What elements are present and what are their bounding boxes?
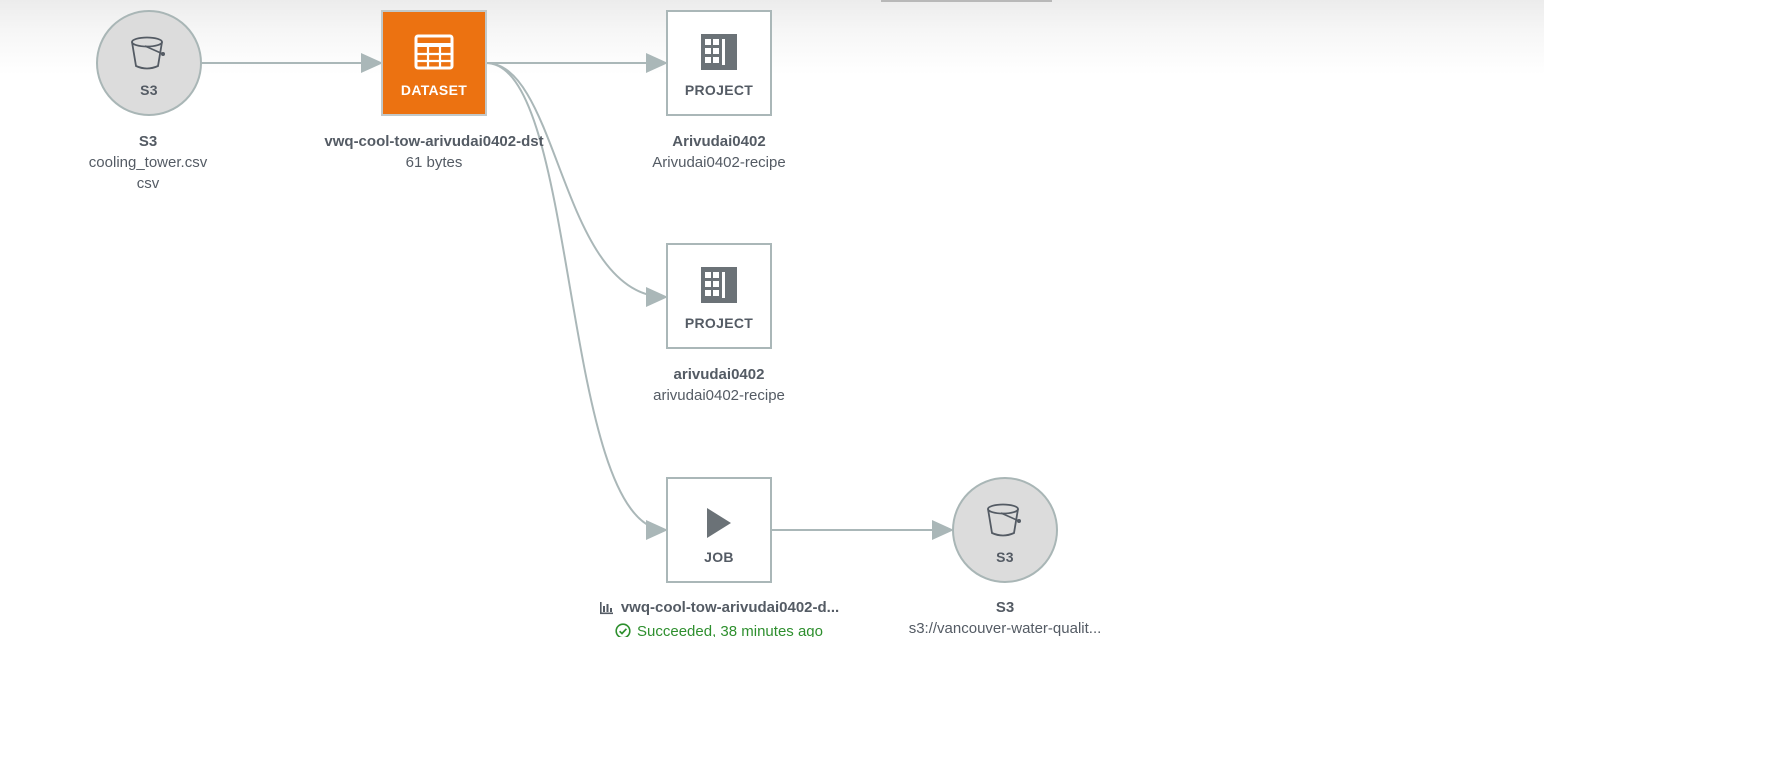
node-type-label: PROJECT bbox=[684, 315, 754, 331]
s3-source-format: csv bbox=[136, 175, 160, 192]
toolbar-edge bbox=[881, 0, 1052, 2]
project-node-2[interactable]: PROJECT bbox=[666, 243, 772, 349]
bucket-icon bbox=[131, 36, 165, 70]
grid-icon bbox=[701, 34, 737, 70]
job-node[interactable]: JOB bbox=[666, 477, 772, 583]
edge-dataset-to-project2 bbox=[485, 62, 668, 307]
lineage-canvas: S3 S3 cooling_tower.csv csv DATASET vwq-… bbox=[0, 0, 1544, 637]
project-2-recipe: arivudai0402-recipe bbox=[653, 387, 785, 404]
s3-output-node[interactable]: S3 bbox=[952, 477, 1058, 583]
project-1-caption: Arivudai0402 Arivudai0402-recipe bbox=[619, 131, 819, 173]
s3-output-path: s3://vancouver-water-qualit... bbox=[908, 620, 1102, 637]
table-icon bbox=[414, 34, 454, 70]
s3-source-node[interactable]: S3 bbox=[96, 10, 202, 116]
project-2-title: arivudai0402 bbox=[673, 366, 765, 383]
node-type-label: DATASET bbox=[400, 82, 468, 98]
job-status: Succeeded, 38 minutes ago bbox=[637, 622, 823, 638]
dataset-size: 61 bytes bbox=[405, 154, 463, 171]
dataset-caption: vwq-cool-tow-arivudai0402-dst 61 bytes bbox=[284, 131, 584, 173]
node-type-label: PROJECT bbox=[684, 82, 754, 98]
s3-source-caption: S3 cooling_tower.csv csv bbox=[48, 131, 248, 194]
node-type-label: S3 bbox=[996, 549, 1014, 565]
edges-layer bbox=[200, 53, 954, 540]
job-chart-icon bbox=[599, 601, 613, 614]
project-1-recipe: Arivudai0402-recipe bbox=[652, 154, 786, 171]
job-caption: vwq-cool-tow-arivudai0402-d... Succeeded… bbox=[569, 597, 869, 637]
s3-output-caption: S3 s3://vancouver-water-qualit... bbox=[880, 597, 1130, 637]
project-node-1[interactable]: PROJECT bbox=[666, 10, 772, 116]
job-title[interactable]: vwq-cool-tow-arivudai0402-d... bbox=[620, 599, 840, 616]
grid-icon bbox=[701, 267, 737, 303]
play-icon bbox=[707, 508, 731, 538]
dataset-node[interactable]: DATASET bbox=[381, 10, 487, 116]
edge-dataset-to-job bbox=[485, 62, 668, 540]
dataset-title: vwq-cool-tow-arivudai0402-dst bbox=[324, 133, 544, 150]
s3-source-title: S3 bbox=[138, 133, 158, 150]
project-2-caption: arivudai0402 arivudai0402-recipe bbox=[619, 364, 819, 406]
s3-output-title: S3 bbox=[995, 599, 1015, 616]
node-type-label: JOB bbox=[704, 549, 734, 565]
bucket-icon bbox=[987, 503, 1021, 537]
node-type-label: S3 bbox=[140, 82, 158, 98]
success-check-icon bbox=[615, 623, 631, 637]
s3-source-file: cooling_tower.csv bbox=[88, 154, 208, 171]
project-1-title: Arivudai0402 bbox=[672, 133, 766, 150]
